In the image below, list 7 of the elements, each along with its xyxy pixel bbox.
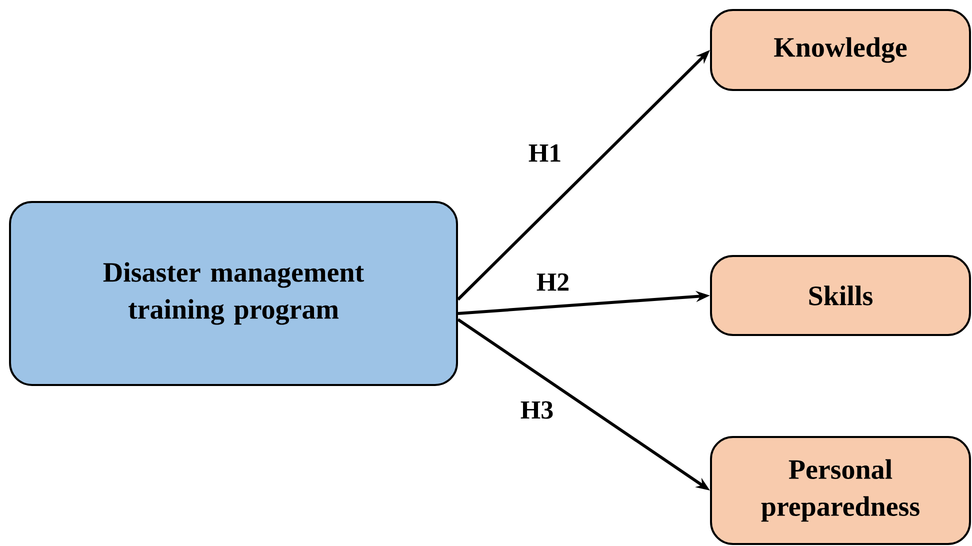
outcome-box: Personal preparedness: [710, 436, 971, 545]
outcome-box: Knowledge: [710, 9, 971, 91]
program-box: Disaster management training program: [9, 201, 458, 386]
outcome-box: Skills: [710, 255, 971, 336]
edge-label: H1: [528, 144, 560, 162]
edge-label: H3: [520, 401, 553, 419]
edge-label: H2: [536, 273, 568, 291]
